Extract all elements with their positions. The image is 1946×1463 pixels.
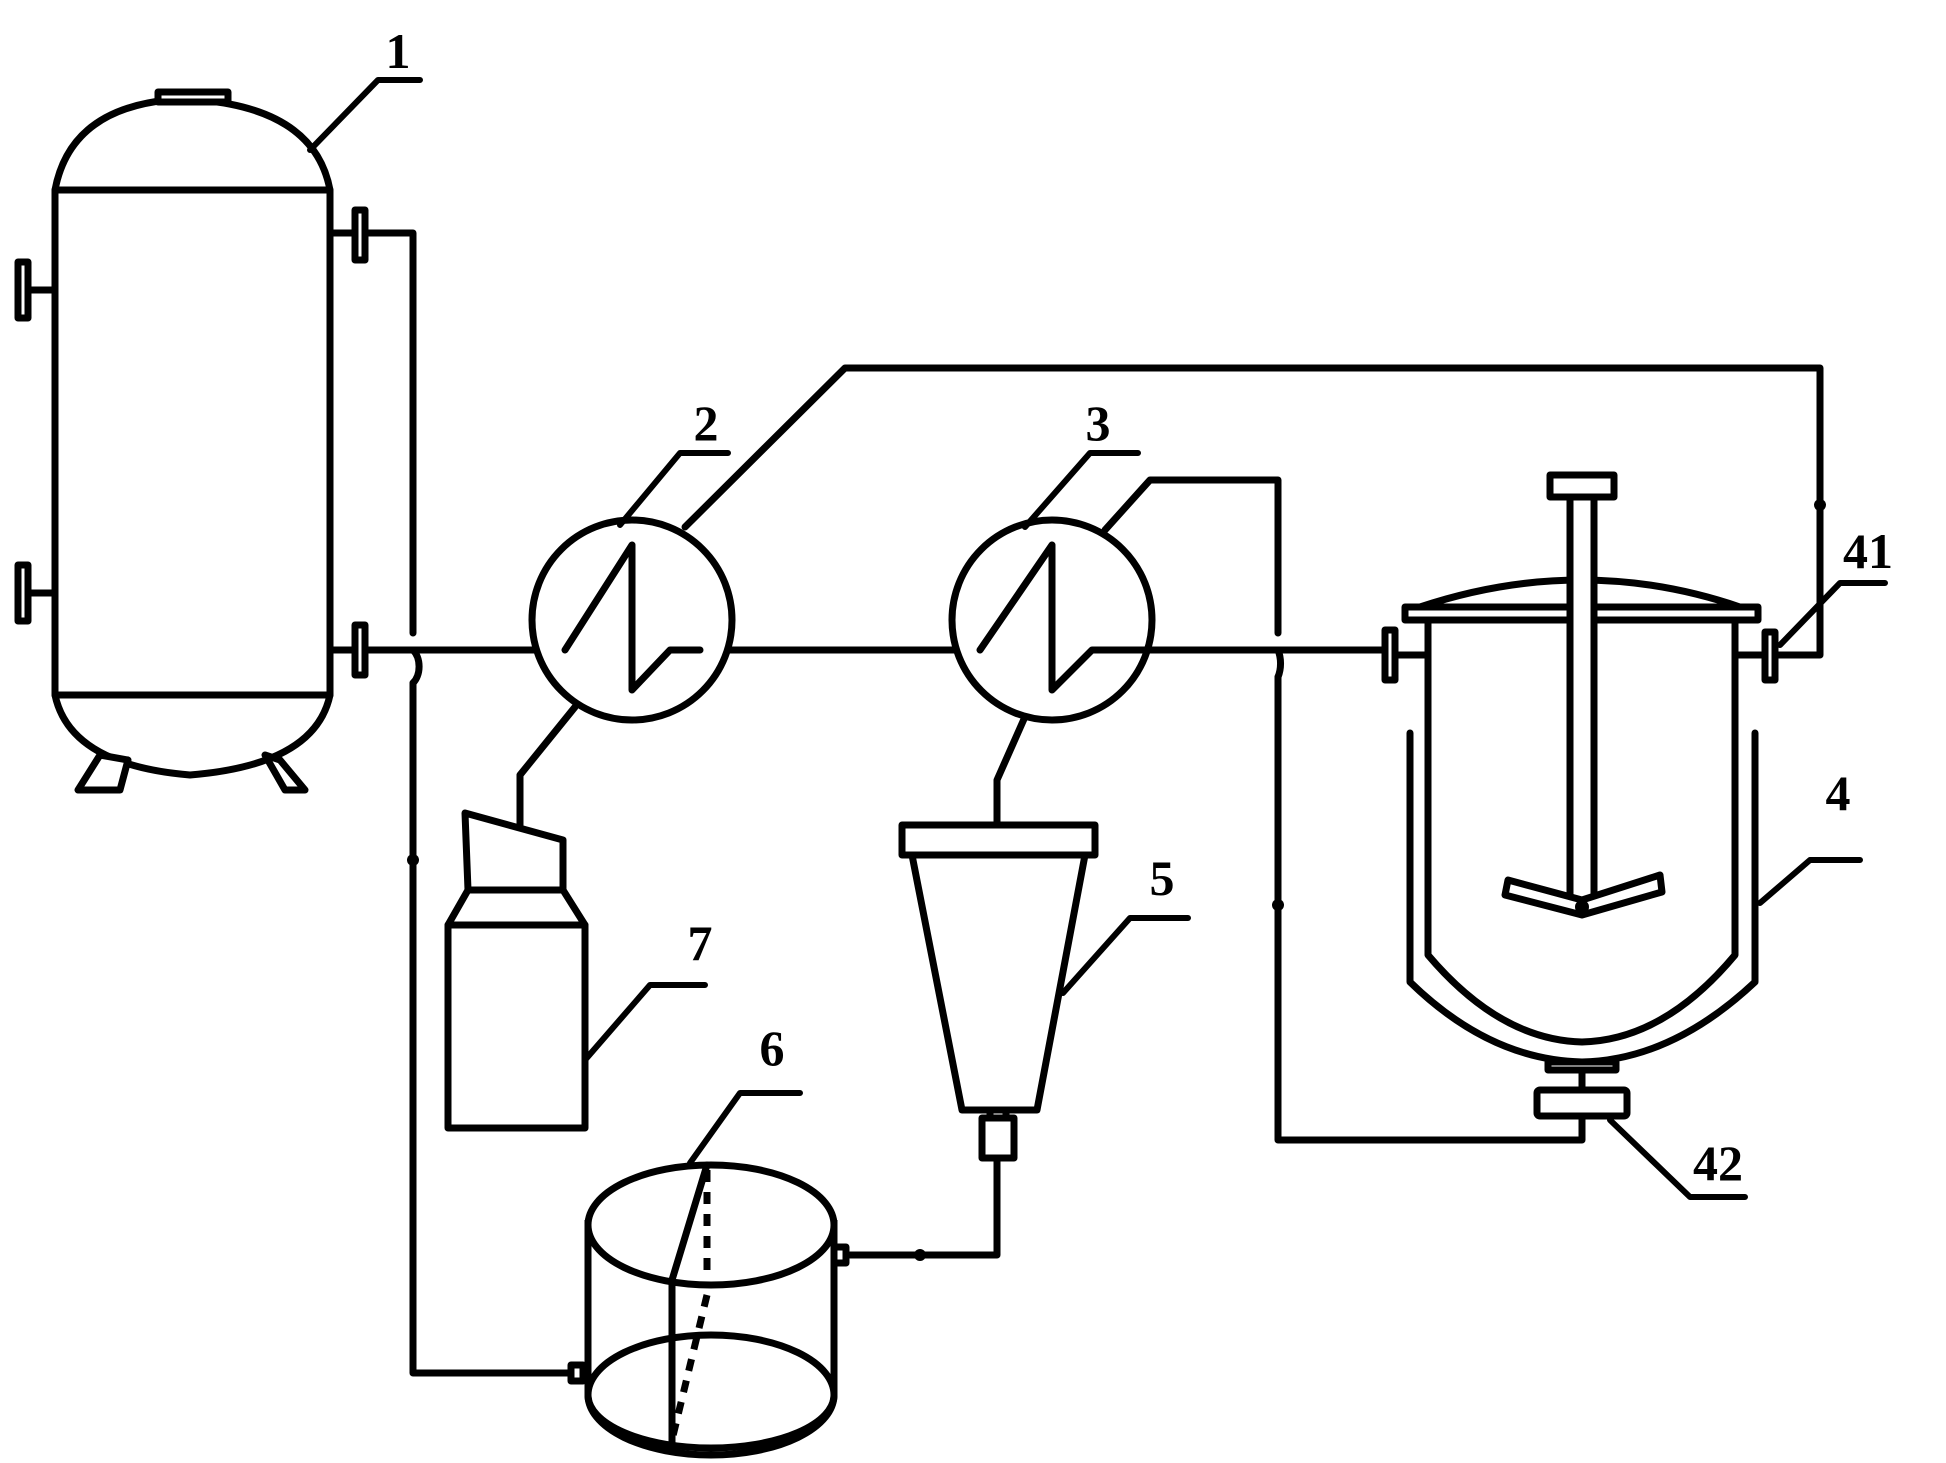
pipe-tank1-top-to-tank6 xyxy=(351,229,575,1377)
label-3: 3 xyxy=(1086,395,1111,451)
cyclone-5 xyxy=(898,821,1099,1162)
label-5: 5 xyxy=(1150,850,1175,906)
label-2: 2 xyxy=(694,395,719,451)
leader-lines xyxy=(307,77,1888,1200)
flow-marker xyxy=(1814,499,1826,511)
label-7: 7 xyxy=(688,915,713,971)
label-6: 6 xyxy=(760,1020,785,1076)
pipe-exchanger3-to-cyclone5 xyxy=(993,706,1032,827)
label-41: 41 xyxy=(1843,523,1893,579)
label-4: 4 xyxy=(1826,765,1851,821)
flow-marker xyxy=(914,1249,926,1261)
vessel-7 xyxy=(444,809,589,1132)
heat-exchanger-3 xyxy=(948,516,1156,724)
pipe-cyclone5-to-tank6 xyxy=(846,1156,1001,1259)
heat-exchanger-2 xyxy=(528,516,736,724)
vertical-tank-1 xyxy=(14,88,369,794)
cylindrical-tank-6 xyxy=(567,1161,850,1459)
pipe-exchanger2-to-unit7 xyxy=(516,703,579,829)
label-1: 1 xyxy=(386,23,411,79)
pipe-exchanger3-to-reactor-bottom xyxy=(1101,476,1586,1144)
pipelines xyxy=(351,229,1826,1377)
jacketed-reactor-4 xyxy=(1381,471,1779,1120)
labels: 1 2 3 41 4 5 7 6 42 xyxy=(386,23,1894,1191)
label-42: 42 xyxy=(1693,1135,1743,1191)
pipe-top-return xyxy=(681,364,1824,659)
pipe-main-line xyxy=(351,646,1389,687)
flow-marker xyxy=(1272,899,1284,911)
flow-marker xyxy=(407,854,419,866)
